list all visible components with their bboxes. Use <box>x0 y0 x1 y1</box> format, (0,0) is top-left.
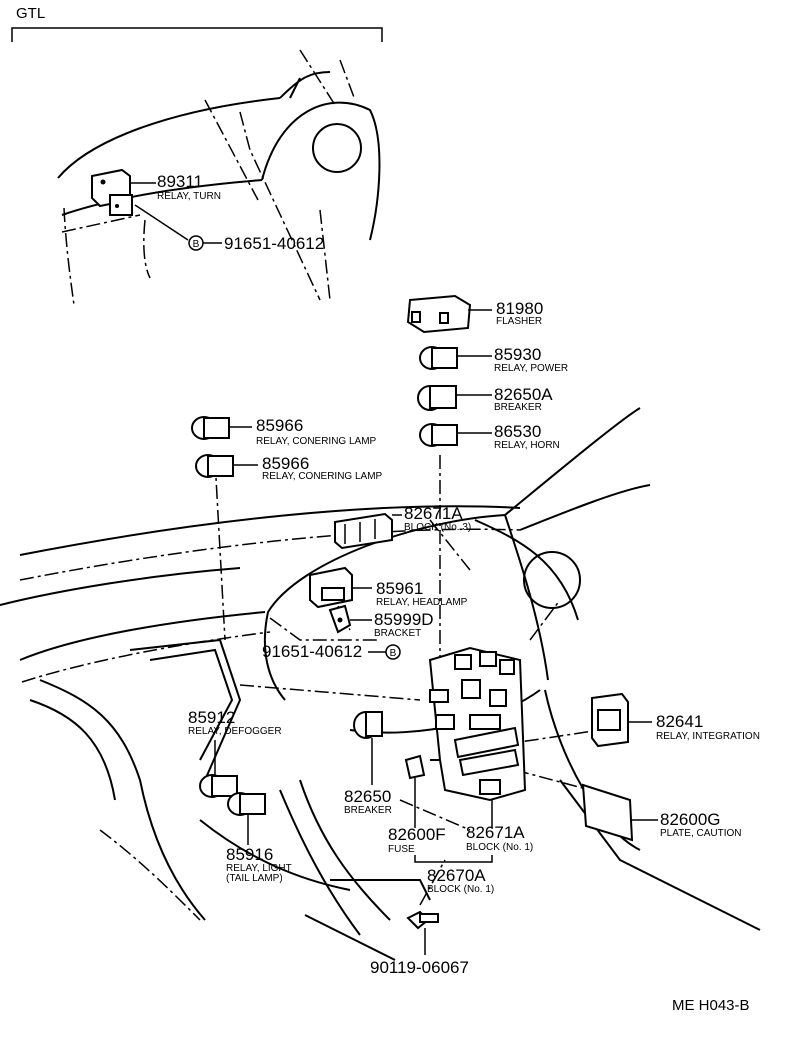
tail-lamp-relay-icon <box>227 792 266 816</box>
part-82600G-desc: PLATE, CAUTION <box>660 828 742 839</box>
cornering-relay-a-icon <box>191 416 230 440</box>
fuse-icon <box>404 754 426 780</box>
gtl-dash-left <box>63 207 75 306</box>
part-82650A-number: 82650A <box>494 385 553 404</box>
caution-plate-icon <box>581 783 634 842</box>
part-82600F-number: 82600F <box>388 825 446 844</box>
part-91651-top-number: 91651-40612 <box>224 234 324 253</box>
part-85916-desc2: (TAIL LAMP) <box>226 873 283 884</box>
part-81980-desc: FLASHER <box>496 316 542 327</box>
part-85930-number: 85930 <box>494 345 541 364</box>
part-85966-a-desc: RELAY, CONERING LAMP <box>256 436 377 447</box>
main-gauge <box>523 551 581 609</box>
gtl-gauge <box>312 123 362 173</box>
gtl-bracket <box>11 27 383 42</box>
integration-relay-icon <box>591 692 629 748</box>
part-82671A-top-number: 82671A <box>404 504 463 523</box>
part-85916-number: 85916 <box>226 845 273 864</box>
part-82650A-desc: BREAKER <box>494 402 542 413</box>
part-82650-desc: BREAKER <box>344 805 392 816</box>
cornering-relay-b-icon <box>195 454 234 478</box>
junction-block-icon <box>428 646 527 802</box>
part-85966-a-number: 85966 <box>256 416 303 435</box>
gtl-dash-mid <box>61 179 263 216</box>
part-85912-number: 85912 <box>188 708 235 727</box>
headlamp-relay-icon <box>309 566 353 609</box>
part-82671A-top-desc: BLOCK (No. 3) <box>404 522 471 533</box>
part-82600F-desc: FUSE <box>388 844 415 855</box>
part-82671A-bot-number: 82671A <box>466 823 525 842</box>
gtl-inset: GTL B <box>11 5 383 306</box>
breaker-a-icon <box>417 385 457 411</box>
part-86530-number: 86530 <box>494 422 541 441</box>
bracket-icon <box>328 604 352 634</box>
part-86530-desc: RELAY, HORN <box>494 440 560 451</box>
part-85966-b-number: 85966 <box>262 454 309 473</box>
part-85916-desc: RELAY, LIGHT <box>226 863 292 874</box>
gtl-label: GTL <box>16 5 45 22</box>
part-82641-desc: RELAY, INTEGRATION <box>656 731 760 742</box>
part-85961-number: 85961 <box>376 579 423 598</box>
part-82600G-number: 82600G <box>660 810 721 829</box>
part-85999D-number: 85999D <box>374 610 434 629</box>
flasher-icon <box>406 294 472 334</box>
part-89311-number: 89311 <box>157 172 203 191</box>
part-85912-desc: RELAY, DEFOGGER <box>188 726 282 737</box>
part-82650-number: 82650 <box>344 787 391 806</box>
dashboard-outline <box>0 407 761 961</box>
part-89311-desc: RELAY, TURN <box>157 191 221 202</box>
part-90119-number: 90119-06067 <box>370 958 469 977</box>
fastener-marker-b-mid-label: B <box>390 648 397 659</box>
turn-relay-icon <box>91 168 133 216</box>
gtl-cluster <box>261 101 381 241</box>
part-81980-number: 81980 <box>496 299 543 318</box>
power-relay-icon <box>419 346 458 370</box>
part-85961-desc: RELAY, HEADLAMP <box>376 597 468 608</box>
block-no3-icon <box>334 512 393 550</box>
bolt-icon <box>406 910 439 930</box>
part-91651-mid-number: 91651-40612 <box>262 642 362 661</box>
part-85966-b-desc: RELAY, CONERING LAMP <box>262 471 383 482</box>
horn-relay-icon <box>419 423 458 447</box>
breaker-icon <box>353 711 383 739</box>
part-82641-number: 82641 <box>656 712 703 731</box>
part-85999D-desc: BRACKET <box>374 628 421 639</box>
diagram-code: ME H043-B <box>672 997 750 1014</box>
part-82670A-desc: BLOCK (No. 1) <box>427 884 494 895</box>
labels: 89311 RELAY, TURN 91651-40612 81980 FLAS… <box>157 172 760 1014</box>
gtl-dash-top <box>57 97 281 179</box>
part-82670A-number: 82670A <box>427 866 486 885</box>
part-82671A-bot-desc: BLOCK (No. 1) <box>466 842 533 853</box>
fastener-marker-b-top-label: B <box>193 239 200 250</box>
defogger-relay-icon <box>199 774 238 798</box>
part-85930-desc: RELAY, POWER <box>494 363 568 374</box>
